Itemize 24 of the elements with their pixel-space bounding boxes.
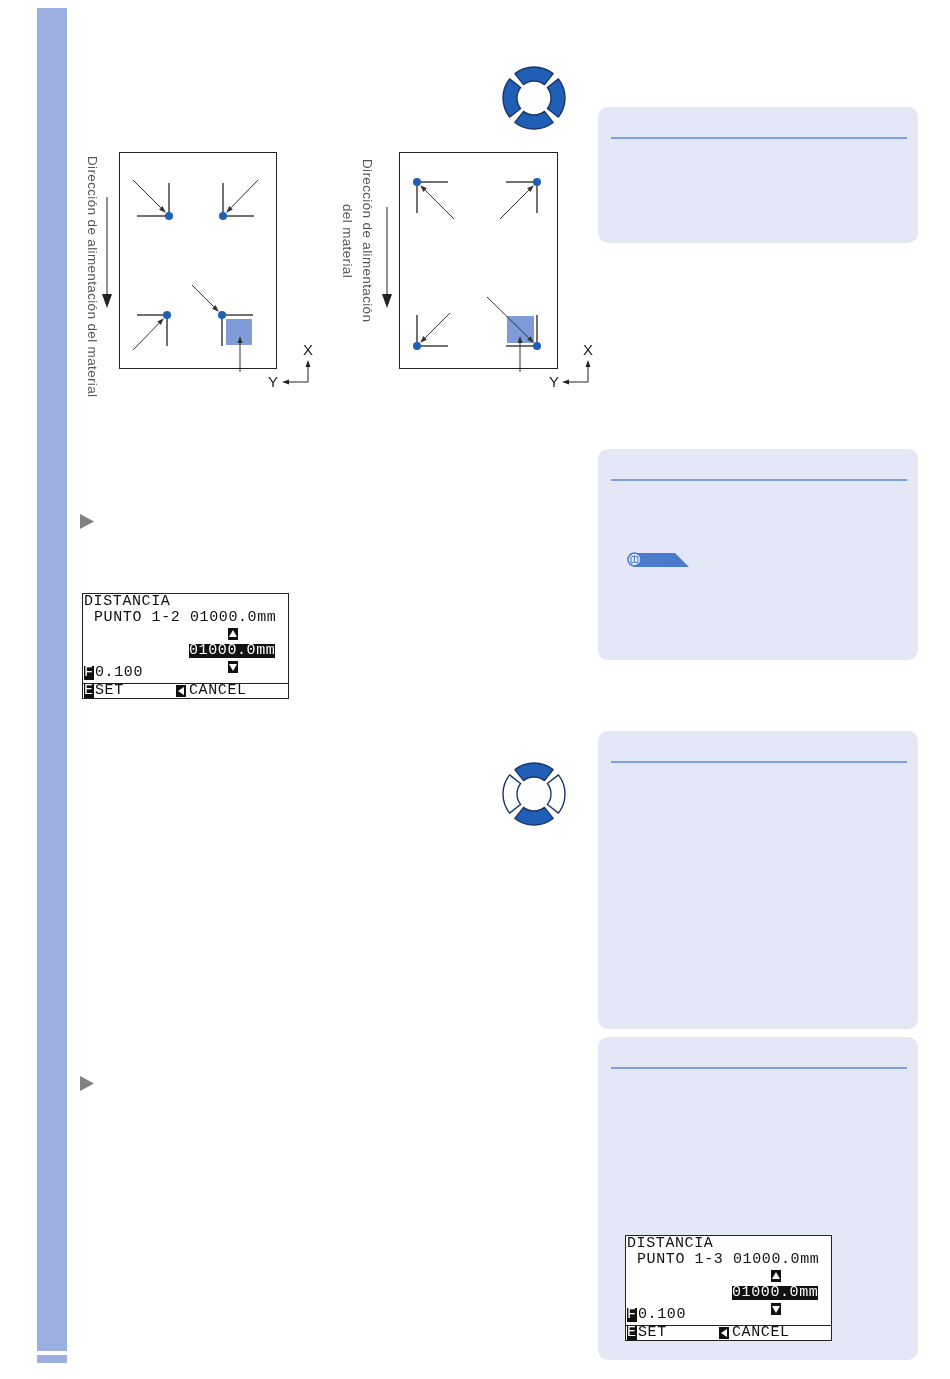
key-label: E <box>627 1326 637 1340</box>
axis-label: Y <box>549 374 559 390</box>
screen-title: DISTANCIA <box>627 1237 714 1251</box>
lcd-screen <box>625 1235 832 1341</box>
key-label: E <box>84 684 94 698</box>
step-value: 0.100 <box>638 1308 686 1322</box>
feed-direction-label: Dirección de alimentación del material <box>84 155 101 400</box>
screen-text: PUNTO 1-2 01000.0mm <box>94 611 277 625</box>
highlighted-value: 01000.0mm <box>732 1286 819 1300</box>
key-label: F <box>84 666 94 680</box>
menu-option: SET <box>95 684 124 698</box>
screen-title: DISTANCIA <box>84 595 171 609</box>
menu-option: CANCEL <box>189 684 247 698</box>
screen-text: PUNTO 1-3 01000.0mm <box>637 1253 820 1267</box>
key-label: F <box>627 1308 637 1322</box>
axis-label: X <box>583 342 593 358</box>
highlighted-value: 01000.0mm <box>189 644 276 658</box>
menu-option: SET <box>638 1326 667 1340</box>
feed-direction-label: Dirección de alimentación del material <box>339 158 376 325</box>
menu-option: CANCEL <box>732 1326 790 1340</box>
step-value: 0.100 <box>95 666 143 680</box>
axis-label: Y <box>268 374 278 390</box>
axis-label: X <box>303 342 313 358</box>
lcd-screen <box>82 593 289 699</box>
